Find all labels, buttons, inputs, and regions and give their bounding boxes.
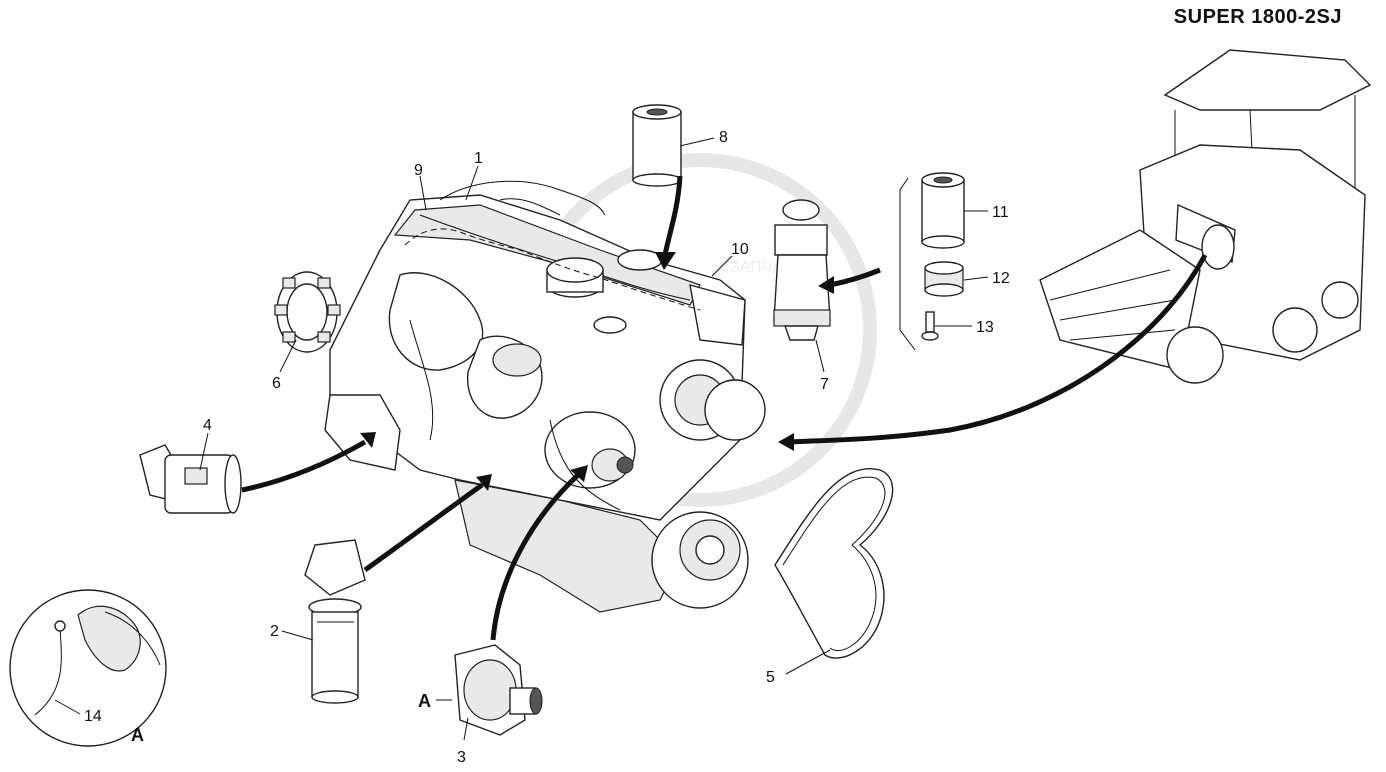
fuel-filter-housing: [773, 199, 831, 341]
callout-14: 14: [84, 708, 102, 725]
view-a-marker: A: [418, 691, 431, 711]
callout-4: 4: [203, 417, 212, 434]
callout-13: 13: [976, 319, 994, 336]
callouts: 1 2 3 4 5 6 7 8 9 10 11 12 13 14 A A: [84, 129, 1010, 766]
callout-12: 12: [992, 270, 1010, 287]
alternator: [454, 644, 543, 736]
callout-6: 6: [272, 375, 281, 392]
callout-2: 2: [270, 623, 279, 640]
assembly-arrows: [241, 175, 1208, 641]
callout-10: 10: [731, 241, 749, 258]
callout-1: 1: [474, 150, 483, 167]
leader-lines: [54, 137, 989, 741]
view-a-label: A: [131, 725, 144, 745]
callout-5: 5: [766, 669, 775, 686]
asphalt-paver: [1039, 49, 1372, 384]
detail-view-a: [9, 589, 167, 747]
callout-8: 8: [719, 129, 728, 146]
engine-assembly: [324, 180, 766, 613]
callout-3: 3: [457, 749, 466, 766]
filter-cartridge: [632, 104, 682, 187]
oil-filter: [304, 539, 366, 704]
callout-7: 7: [820, 376, 829, 393]
callout-9: 9: [414, 162, 423, 179]
drive-belt: [774, 468, 894, 659]
starter-motor: [139, 444, 242, 514]
coupling-ring: [274, 271, 341, 353]
callout-11: 11: [992, 204, 1009, 221]
filter-kit: [899, 172, 965, 351]
diagram-title: SUPER 1800-2SJ: [1173, 6, 1342, 28]
